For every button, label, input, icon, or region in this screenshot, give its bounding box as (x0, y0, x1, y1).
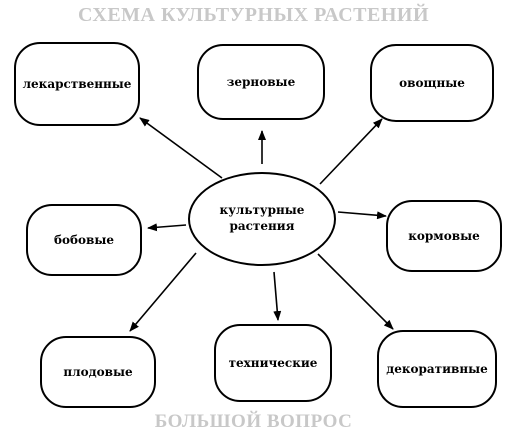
node-grain-label: зерновые (226, 74, 296, 89)
arrow-to-medicinal (139, 117, 223, 179)
center-node-label: культурные растения (219, 203, 305, 233)
arrow-to-technical (273, 271, 282, 321)
node-fruit-label: плодовые (63, 364, 133, 379)
node-fodder-label: кормовые (408, 228, 480, 243)
node-fruit: плодовые (40, 336, 156, 408)
node-grain: зерновые (197, 44, 325, 120)
node-vegetable-label: овощные (399, 75, 465, 90)
node-medicinal-label: лекарственные (22, 76, 132, 91)
arrow-to-fruit (129, 252, 197, 332)
node-vegetable: овощные (370, 44, 494, 122)
node-legume: бобовые (26, 204, 142, 276)
arrow-to-decorative (317, 253, 394, 330)
node-decorative-label: декоративные (386, 361, 488, 376)
node-decorative: декоративные (377, 330, 497, 408)
center-node: культурные растения (188, 172, 336, 266)
node-technical: технические (214, 324, 332, 402)
node-technical-label: технические (228, 355, 318, 370)
arrow-to-legume (147, 223, 187, 232)
node-fodder: кормовые (386, 200, 502, 272)
watermark-title: СХЕМА КУЛЬТУРНЫХ РАСТЕНИЙ (77, 4, 430, 26)
watermark-footer: БОЛЬШОЙ ВОПРОС (154, 411, 353, 432)
node-medicinal: лекарственные (14, 42, 140, 126)
arrow-to-fodder (337, 211, 387, 220)
node-legume-label: бобовые (53, 232, 115, 247)
arrow-to-vegetable (319, 118, 383, 185)
